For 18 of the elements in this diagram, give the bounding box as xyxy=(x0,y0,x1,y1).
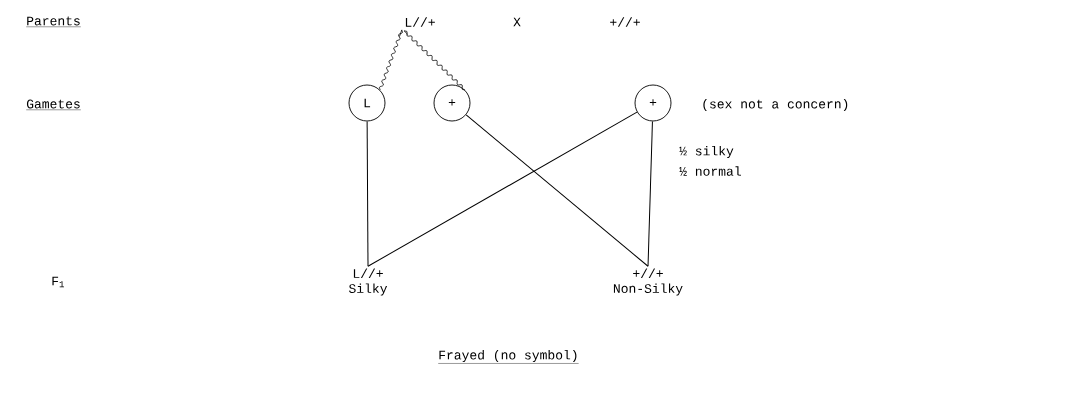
offspring-label: L//+ Silky xyxy=(349,268,388,296)
cross-symbol: X xyxy=(513,17,521,27)
genotype-label: +//+ xyxy=(610,17,640,27)
row-heading: Gametes xyxy=(26,99,81,110)
row-heading: F$_{1}$ xyxy=(52,276,64,288)
ratio-text: ½ silky xyxy=(679,145,734,159)
offspring-label: +//+ Non-Silky xyxy=(613,268,683,296)
ratio-text: ½ normal xyxy=(679,166,741,176)
connecting-line xyxy=(367,111,638,267)
connecting-line xyxy=(366,120,369,267)
note: (sex not a concern) xyxy=(703,98,848,112)
wavy-line xyxy=(403,30,466,91)
connecting-line xyxy=(647,120,653,267)
wavy-line xyxy=(378,29,403,91)
heading: Frayed (no symbol) xyxy=(438,349,579,364)
row-heading: Parents xyxy=(26,16,81,27)
genotype-label: L//+ xyxy=(405,17,435,27)
connecting-line xyxy=(465,114,649,267)
